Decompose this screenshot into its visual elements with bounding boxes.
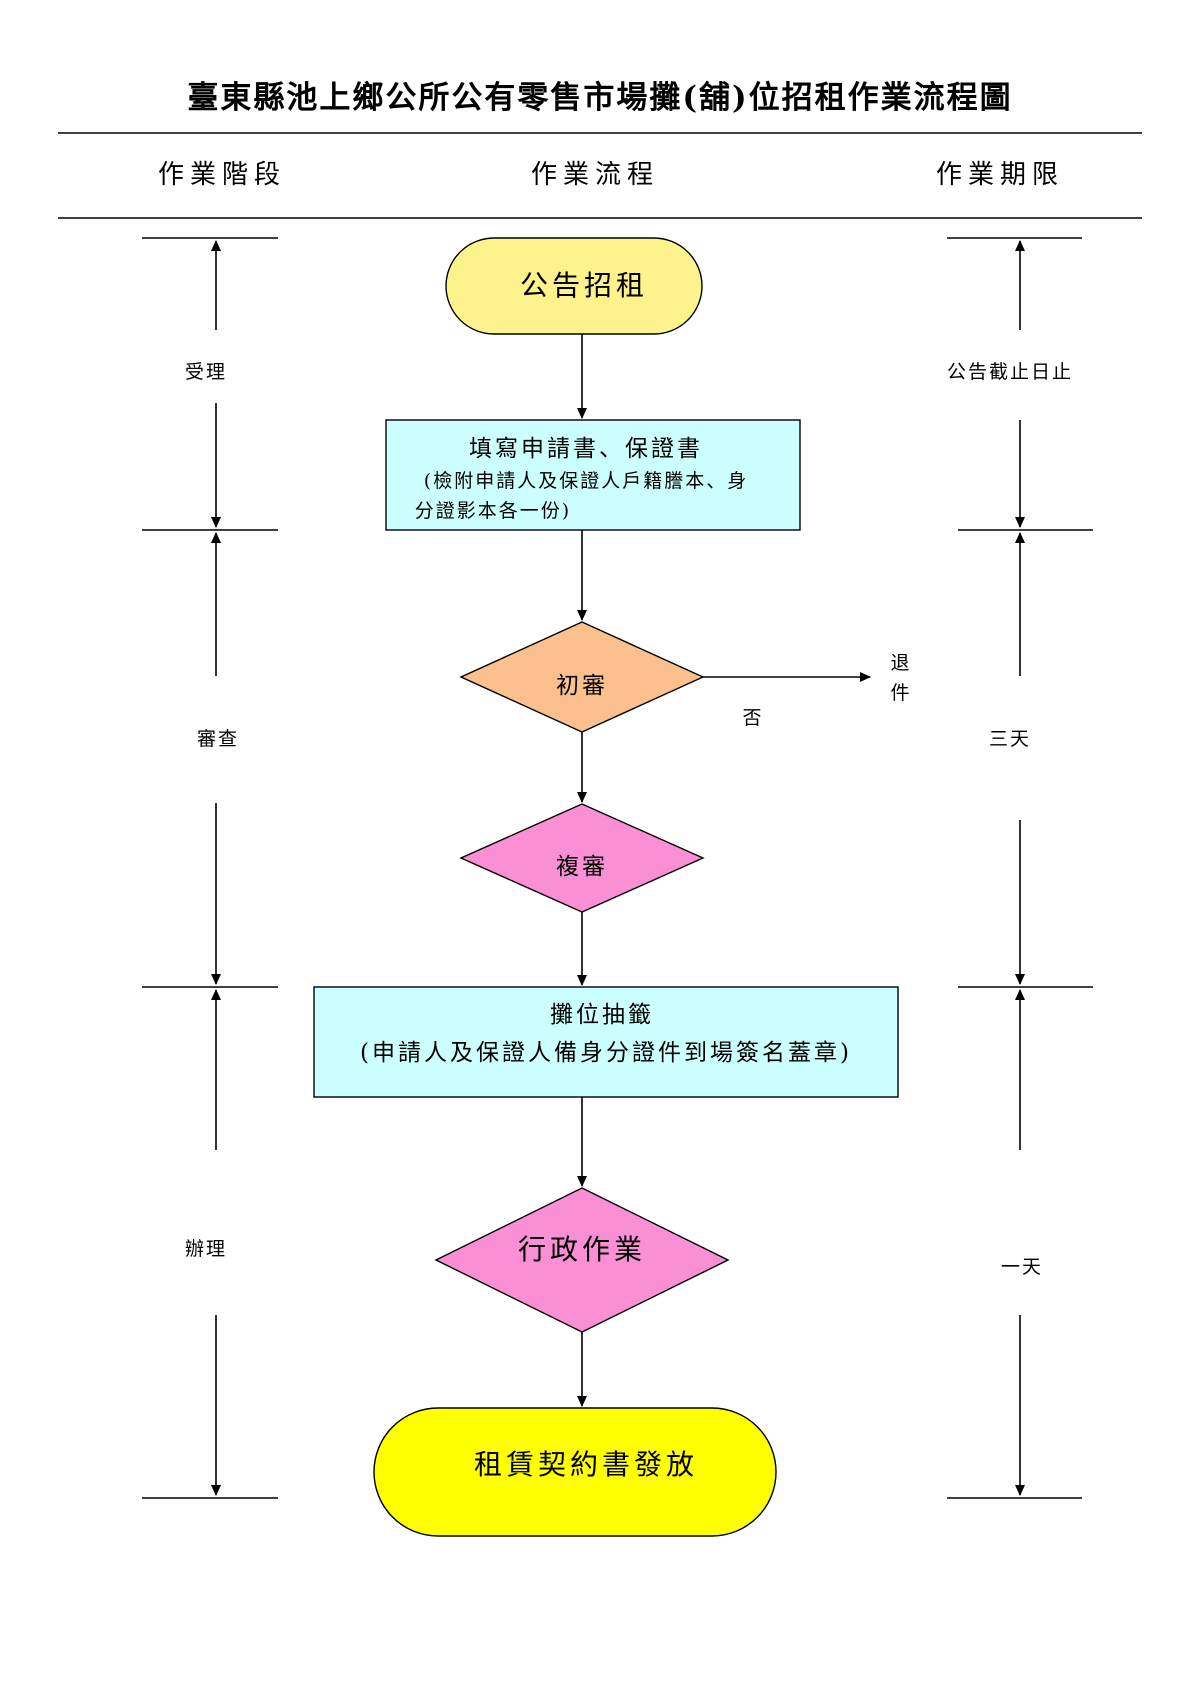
stage-accept: 受理 <box>185 361 227 383</box>
deadline-handle: 一天 <box>1001 1256 1043 1278</box>
node-fill-form-line2: (檢附申請人及保證人戶籍謄本、身 <box>424 470 748 492</box>
node-announce <box>445 237 703 335</box>
return-doc-label-1: 退 <box>890 652 911 674</box>
header-deadline: 作業期限 <box>936 160 1064 190</box>
header-process: 作業流程 <box>531 160 659 190</box>
return-doc-label-2: 件 <box>890 682 911 704</box>
page-title: 臺東縣池上鄉公所公有零售市場攤(舖)位招租作業流程圖 <box>187 80 1012 116</box>
stage-review: 審查 <box>197 728 239 750</box>
node-lottery-line2: (申請人及保證人備身分證件到場簽名蓋章) <box>360 1040 852 1066</box>
node-first-review-label: 初審 <box>556 673 608 699</box>
node-fill-form <box>385 419 801 531</box>
node-lottery-line1: 攤位抽籤 <box>550 1002 654 1028</box>
node-issue-contract <box>373 1407 777 1537</box>
reject-label: 否 <box>742 707 763 729</box>
node-fill-form-line1: 填寫申請書、保證書 <box>469 436 703 462</box>
deadline-review: 三天 <box>989 728 1031 750</box>
stage-handle: 辦理 <box>185 1238 227 1260</box>
node-second-review-label: 複審 <box>556 854 608 880</box>
node-fill-form-line3: 分證影本各一份) <box>415 500 571 522</box>
node-issue-contract-label: 租賃契約書發放 <box>474 1448 698 1481</box>
node-announce-label: 公告招租 <box>520 269 648 302</box>
deadline-accept: 公告截止日止 <box>947 361 1073 383</box>
node-lottery <box>313 986 899 1098</box>
node-admin-label: 行政作業 <box>518 1233 646 1266</box>
header-stage: 作業階段 <box>158 160 286 190</box>
